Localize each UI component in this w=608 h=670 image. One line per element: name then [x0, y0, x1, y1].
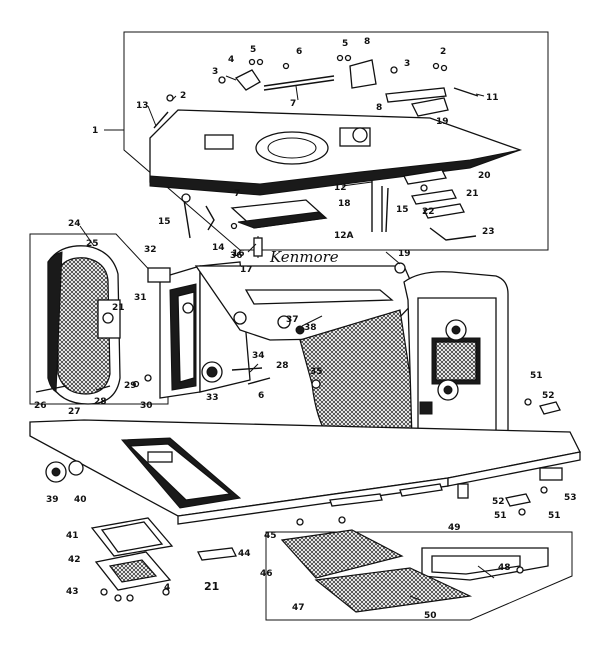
- callout-label: 33: [206, 393, 219, 403]
- callout-label: 27: [68, 407, 81, 417]
- callout-label: 24: [68, 219, 81, 229]
- callout-label: 5: [250, 45, 256, 55]
- callout-label: 39: [46, 495, 59, 505]
- leader-lines: [79, 75, 495, 601]
- callout-label: 3: [212, 67, 218, 77]
- callout-label: 29: [124, 381, 137, 391]
- callout-label: 46: [260, 569, 273, 579]
- callout-label: 2: [440, 47, 446, 57]
- callout-label: 4: [164, 583, 170, 593]
- callout-label: 35: [310, 367, 323, 377]
- callout-label: 7: [290, 99, 296, 109]
- callout-label: 17: [240, 265, 253, 275]
- callout-label: 4: [228, 55, 234, 65]
- callout-label: 31: [134, 293, 147, 303]
- callout-label: 3: [404, 59, 410, 69]
- callout-label: 52: [542, 391, 555, 401]
- callout-label: 49: [448, 523, 461, 533]
- callout-label: 37: [286, 315, 299, 325]
- right-small-parts: [505, 398, 561, 516]
- callout-label: 25: [86, 239, 99, 249]
- callout-label: 20: [478, 171, 491, 181]
- callout-label: 2: [180, 91, 186, 101]
- callout-label: 26: [34, 401, 47, 411]
- callout-label: 32: [144, 245, 157, 255]
- callout-label: 6: [258, 391, 264, 401]
- callout-label: 8: [364, 37, 370, 47]
- callout-label: 28: [94, 397, 107, 407]
- callout-label: 23: [482, 227, 495, 237]
- callout-label: 19: [398, 249, 411, 259]
- bottom-plates: [280, 516, 549, 613]
- top-small-parts: [153, 54, 479, 129]
- callout-label: 22: [422, 207, 435, 217]
- brand-script: Kenmore: [269, 248, 339, 266]
- callout-label: 36: [230, 251, 243, 261]
- callout-label: 45: [264, 531, 277, 541]
- callout-label: 34: [252, 351, 265, 361]
- callout-label: 48: [498, 563, 511, 573]
- machine-head: [35, 261, 509, 441]
- callout-label: 14: [212, 243, 225, 253]
- callout-label: 44: [238, 549, 251, 559]
- callout-label: 47: [292, 603, 305, 613]
- callout-label: 51: [494, 511, 507, 521]
- callout-label: 21: [466, 189, 479, 199]
- callout-label: 53: [564, 493, 577, 503]
- callout-label: 38: [304, 323, 317, 333]
- base-plate: [29, 419, 581, 525]
- callout-labels: 1 2 2 3 3 4 5 5 6 7 7 8 8 11 12 12A 13 1…: [34, 37, 577, 621]
- callout-label: 7: [234, 189, 240, 199]
- callout-label: 13: [136, 101, 149, 111]
- callout-label: 30: [140, 401, 153, 411]
- callout-label: 15: [396, 205, 409, 215]
- callout-label: 19: [436, 117, 449, 127]
- callout-label: 1: [92, 126, 98, 136]
- left-knobs: [45, 460, 84, 483]
- callout-label: 43: [66, 587, 79, 597]
- callout-label: 41: [66, 531, 79, 541]
- top-cover-assembly-frame: [104, 31, 549, 251]
- callout-label: 40: [74, 495, 87, 505]
- top-cover: [149, 109, 523, 196]
- callout-label: 15: [158, 217, 171, 227]
- callout-label: 52: [492, 497, 505, 507]
- callout-label: 21: [204, 580, 219, 593]
- callout-label: 12A: [334, 231, 354, 241]
- callout-label: 18: [338, 199, 351, 209]
- under-cover-parts: [181, 169, 477, 258]
- bottom-plates-frame: [265, 531, 573, 621]
- callout-label: 8: [376, 103, 382, 113]
- callout-label: 51: [548, 511, 561, 521]
- end-cover: [47, 245, 121, 405]
- callout-label: 11: [486, 93, 499, 103]
- callout-label: 6: [296, 47, 302, 57]
- callout-label: 5: [342, 39, 348, 49]
- callout-label: 51: [530, 371, 543, 381]
- callout-label: 50: [424, 611, 437, 621]
- bottom-left-plates: [90, 517, 237, 602]
- callout-label: 28: [276, 361, 289, 371]
- callout-label: 42: [68, 555, 81, 565]
- callout-label: 21: [112, 303, 125, 313]
- callout-label: 12: [334, 183, 347, 193]
- callout-label: 16: [232, 249, 245, 259]
